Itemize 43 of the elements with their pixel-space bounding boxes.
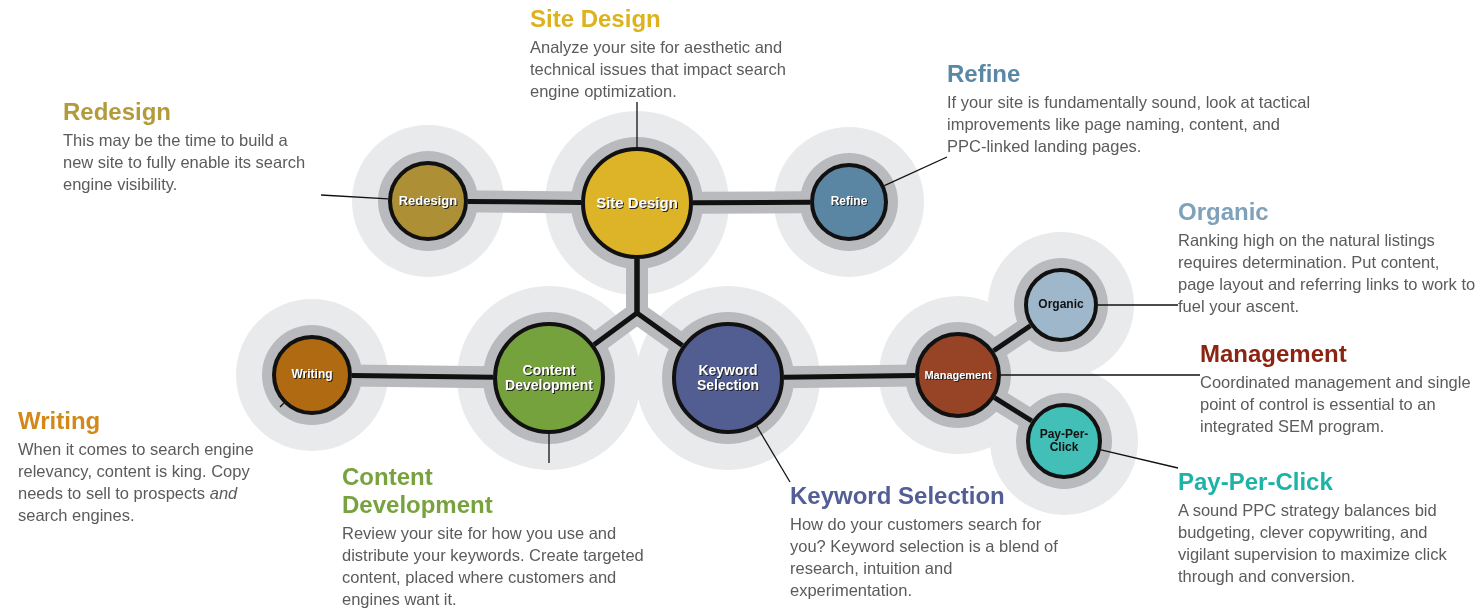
connector-line (693, 199, 810, 206)
leader-line (548, 433, 550, 464)
node-label: Management (924, 368, 992, 382)
callout-heading: Keyword Selection (790, 482, 1006, 510)
callout-description: Coordinated management and single point of control is essential to an integrated SEM program. (1200, 372, 1472, 437)
callout-description: Review your site for how you use and distribute your keywords. Create targeted content, placed where customers and engines want it. (342, 523, 645, 610)
leader-line (320, 194, 389, 200)
callout-heading: Pay-Per-Click (1178, 468, 1334, 496)
leader-line (883, 156, 948, 187)
node-label: Keyword Selection (695, 362, 761, 394)
connector-line (351, 373, 494, 380)
connector-line (993, 395, 1034, 423)
node-label: Pay-Per-Click (1038, 427, 1090, 455)
callout-description: How do your customers search for you? Keyword selection is a blend of research, intuition and experimentation. (790, 514, 1058, 601)
node-label: Refine (830, 195, 868, 209)
leader-line (1097, 304, 1179, 306)
node-label: Writing (291, 368, 333, 382)
callout-heading: Organic (1178, 198, 1270, 226)
callout-description: Analyze your site for aesthetic and technical issues that impact search engine optimization. (530, 37, 787, 102)
callout-description: If your site is fundamentally sound, look at tactical improvements like page naming, content, and PPC-linked landing pages. (947, 92, 1312, 157)
callout-heading: Writing (18, 407, 102, 435)
connector-line (467, 198, 582, 205)
callout-description: This may be the time to build a new site to fully enable its search engine visibility. (63, 130, 307, 195)
leader-line (279, 402, 285, 408)
callout-description: A sound PPC strategy balances bid budgeting, clever copywriting, and vigilant supervision to maximize click through and conversion. (1178, 500, 1448, 587)
callout-heading: Site Design (530, 5, 662, 33)
node-label: Content Development (504, 362, 594, 394)
callout-heading: Refine (947, 60, 1022, 88)
connector-line (634, 259, 684, 348)
connector-line (783, 373, 916, 380)
callout-heading: Content Development (342, 463, 494, 519)
node-label: Site Design (596, 194, 678, 212)
callout-description: When it comes to search engine relevancy, content is king. Copy needs to sell to prospects and search engines. (18, 439, 255, 526)
leader-line (1100, 449, 1179, 469)
callout-heading: Management (1200, 340, 1348, 368)
callout-heading: Redesign (63, 98, 173, 126)
connector-line (992, 323, 1032, 353)
leader-line (636, 101, 638, 148)
node-label: Organic (1038, 298, 1084, 312)
callout-description: Ranking high on the natural listings requires determination. Put content, page layout and referring links to work to fuel your ascent. (1178, 230, 1477, 317)
leader-line (756, 425, 791, 483)
node-label: Redesign (398, 193, 458, 209)
leader-line (1000, 374, 1201, 376)
